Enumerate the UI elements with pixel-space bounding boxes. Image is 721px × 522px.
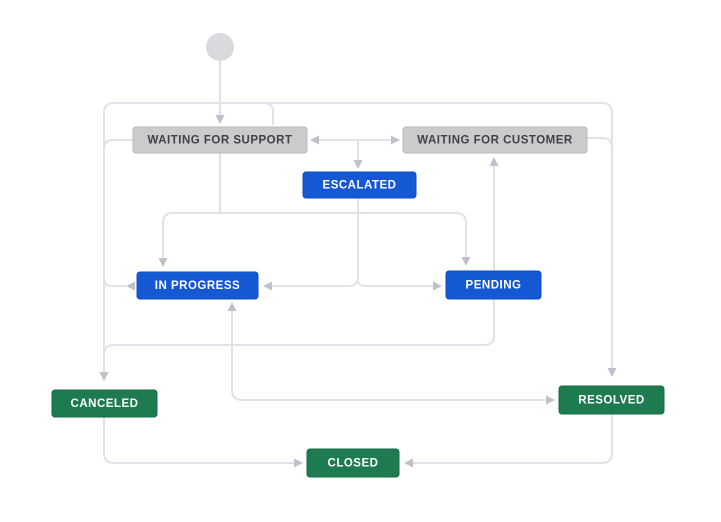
status-label-in-progress: IN PROGRESS [155, 280, 240, 292]
edge-waiting-for-customer-right-stub [587, 137, 613, 149]
arrowhead-into-waiting-for-support-top [215, 115, 225, 124]
arrowhead-into-resolved-left [546, 395, 555, 405]
status-escalated[interactable] [302, 171, 417, 199]
arrowhead-into-in-progress-bottom [227, 302, 237, 311]
arrowhead-into-in-progress-right [263, 281, 272, 291]
edge-split-to-in-progress [162, 212, 220, 258]
status-waiting-for-customer[interactable] [402, 126, 588, 154]
arrowhead-into-closed-left [294, 458, 303, 468]
status-waiting-for-support[interactable] [132, 126, 308, 154]
edge-pending-to-canceled [103, 299, 495, 356]
status-label-waiting-for-support: WAITING FOR SUPPORT [148, 135, 293, 147]
status-label-resolved: RESOLVED [578, 395, 644, 407]
edge-in-progress-left-stub [103, 277, 126, 287]
arrowhead-into-pending-left [433, 281, 442, 291]
status-label-pending: PENDING [466, 280, 522, 292]
edge-in-progress-resolved-bidirectional [231, 310, 546, 401]
edge-waiting-for-support-top-stub [262, 102, 274, 125]
status-label-escalated: ESCALATED [323, 180, 397, 192]
arrowhead-into-waiting-for-support-right [310, 135, 319, 145]
status-closed[interactable] [306, 448, 400, 478]
edge-escalated-to-pending [357, 280, 433, 287]
edge-waiting-for-support-left-stub [103, 139, 133, 151]
status-pending[interactable] [445, 270, 542, 300]
status-label-waiting-for-customer: WAITING FOR CUSTOMER [417, 135, 573, 147]
edge-top-rail-to-resolved [263, 102, 613, 368]
edge-split-to-pending [220, 212, 467, 257]
arrowhead-into-canceled-top [99, 372, 109, 381]
status-canceled[interactable] [51, 389, 158, 418]
arrowhead-into-in-progress-left [126, 281, 135, 291]
status-label-closed: CLOSED [328, 458, 379, 470]
status-in-progress[interactable] [136, 271, 259, 300]
edge-resolved-to-closed [413, 414, 613, 464]
start-node[interactable] [206, 33, 234, 61]
arrowhead-into-waiting-for-customer-bottom [489, 157, 499, 166]
status-resolved[interactable] [558, 385, 665, 415]
edge-canceled-to-closed [103, 417, 294, 464]
status-label-canceled: CANCELED [71, 398, 139, 410]
arrowhead-into-waiting-for-customer-left [391, 135, 400, 145]
arrowhead-into-pending-top [461, 257, 471, 266]
arrowhead-into-closed-right [404, 458, 413, 468]
arrowhead-into-in-progress-top [158, 258, 168, 267]
edge-left-rail-to-canceled [103, 102, 263, 372]
arrowhead-into-escalated-top [353, 160, 363, 169]
edge-escalated-to-in-progress [272, 198, 359, 287]
arrowhead-into-resolved-top [607, 368, 617, 377]
